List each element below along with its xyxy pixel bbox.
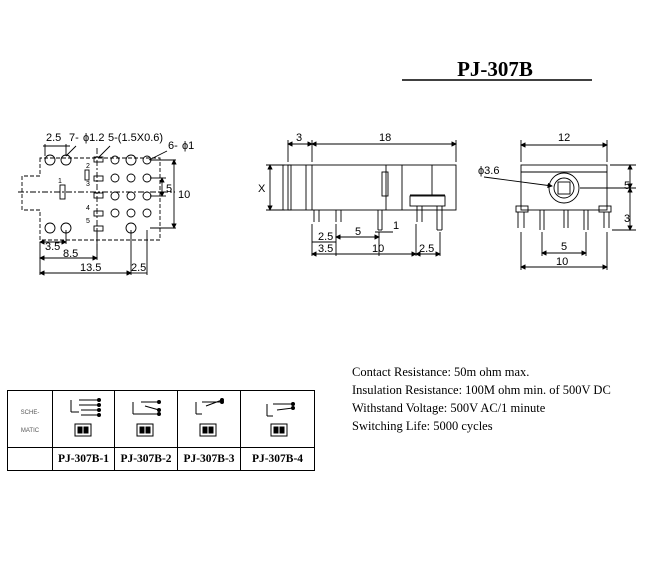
front-dim-5-right: 5 — [624, 180, 630, 192]
dim-10-right: 10 — [178, 189, 190, 201]
schematic-diagram-4 — [266, 401, 295, 436]
front-view — [483, 140, 636, 270]
model-name-1: PJ-307B-1 — [52, 447, 115, 471]
schematic-diagram-3 — [195, 397, 224, 436]
model-name-4: PJ-307B-4 — [240, 447, 315, 471]
front-dim-phi-3-6: ϕ3.6 — [478, 165, 499, 177]
side-dim-18: 18 — [379, 132, 391, 144]
part-title: PJ-307B — [457, 57, 533, 81]
schematic-header-cell: SCHE- MATIC — [7, 390, 53, 448]
spec-insulation-resistance: Insulation Resistance: 100M ohm min. of … — [352, 383, 611, 397]
schematic-diagram-1 — [70, 397, 101, 436]
dim-6-holes: 6- — [168, 140, 178, 152]
side-dim-x: X — [258, 183, 266, 195]
side-dim-3-5: 3.5 — [318, 243, 333, 255]
dim-hole-dia: ϕ1.2 — [83, 132, 104, 144]
spec-withstand-voltage: Withstand Voltage: 500V AC/1 minute — [352, 401, 546, 415]
schematic-cell-3 — [177, 390, 241, 448]
schematic-cell-2 — [114, 390, 178, 448]
dim-6-hole-dia: ϕ1 — [182, 140, 194, 152]
side-dim-2-5-right: 2.5 — [419, 243, 434, 255]
side-view — [266, 140, 457, 257]
side-dim-1: 1 — [393, 220, 399, 232]
front-dim-5-bottom: 5 — [561, 241, 567, 253]
model-name-3: PJ-307B-3 — [177, 447, 241, 471]
side-dim-5: 5 — [355, 226, 361, 238]
schematic-cell-1 — [52, 390, 115, 448]
side-view-labels: 3 18 X 2.5 5 1 3.5 10 2.5 — [258, 132, 434, 255]
pin-num-1: 1 — [58, 178, 62, 185]
footprint-labels: 2.5 7- ϕ1.2 5-(1.5X0.6) 6- ϕ1 5 10 3.5 8… — [45, 132, 194, 274]
pin-num-4: 4 — [86, 205, 90, 212]
dim-13-5: 13.5 — [80, 262, 101, 274]
model-name-2: PJ-307B-2 — [114, 447, 178, 471]
pin-num-5: 5 — [86, 218, 90, 225]
dim-3-5: 3.5 — [45, 241, 60, 253]
front-dim-10-bottom: 10 — [556, 256, 568, 268]
spec-contact-resistance: Contact Resistance: 50m ohm max. — [352, 365, 530, 379]
schematic-header-label: SCHE- MATIC — [20, 410, 40, 434]
front-dim-3-right: 3 — [624, 213, 630, 225]
side-dim-10: 10 — [372, 243, 384, 255]
schematic-diagram-2 — [132, 399, 161, 436]
schematic-cell-4 — [240, 390, 315, 448]
schematic-empty-cell — [7, 447, 53, 471]
side-dim-2-5: 2.5 — [318, 231, 333, 243]
front-dim-12: 12 — [558, 132, 570, 144]
front-view-labels: 12 ϕ3.6 5 3 5 10 — [478, 132, 630, 268]
pin-num-2: 2 — [86, 163, 90, 170]
dim-7-holes: 7- — [69, 132, 79, 144]
dim-2-5-bottom: 2.5 — [131, 262, 146, 274]
dim-2-5-top: 2.5 — [46, 132, 61, 144]
dim-8-5: 8.5 — [63, 248, 78, 260]
dim-5-right: 5 — [166, 183, 172, 195]
schematic-table: SCHE- MATIC — [7, 390, 315, 471]
side-dim-3: 3 — [296, 132, 302, 144]
dim-slots: 5-(1.5X0.6) — [108, 132, 163, 144]
pin-num-3: 3 — [86, 181, 90, 188]
spec-switching-life: Switching Life: 5000 cycles — [352, 419, 493, 433]
footprint-view — [18, 144, 177, 276]
